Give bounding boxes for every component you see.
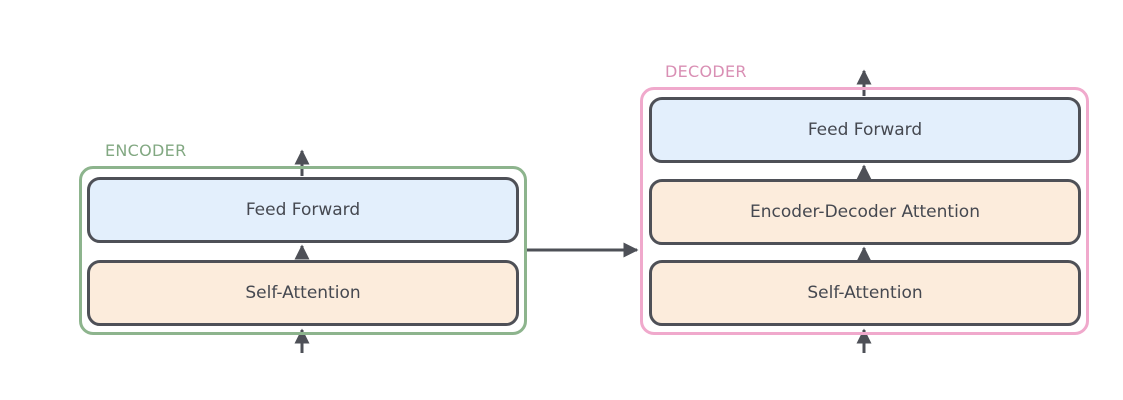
encoder-block <box>79 166 527 335</box>
encoder-feed-forward-label: Feed Forward <box>245 200 361 220</box>
decoder-feed-forward-layer: Feed Forward <box>649 97 1081 163</box>
encoder-feed-forward-layer: Feed Forward <box>87 177 519 243</box>
decoder-encoder-decoder-attention-layer: Encoder-Decoder Attention <box>649 179 1081 245</box>
decoder-feed-forward-label: Feed Forward <box>807 120 923 140</box>
decoder-block <box>640 87 1089 335</box>
encoder-self-attention-label: Self-Attention <box>245 283 361 303</box>
encoder-label: ENCODER <box>105 141 187 160</box>
decoder-label: DECODER <box>665 62 747 81</box>
decoder-encoder-decoder-attention-label: Encoder-Decoder Attention <box>750 202 980 222</box>
decoder-self-attention-layer: Self-Attention <box>649 260 1081 326</box>
encoder-self-attention-layer: Self-Attention <box>87 260 519 326</box>
decoder-self-attention-label: Self-Attention <box>807 283 923 303</box>
